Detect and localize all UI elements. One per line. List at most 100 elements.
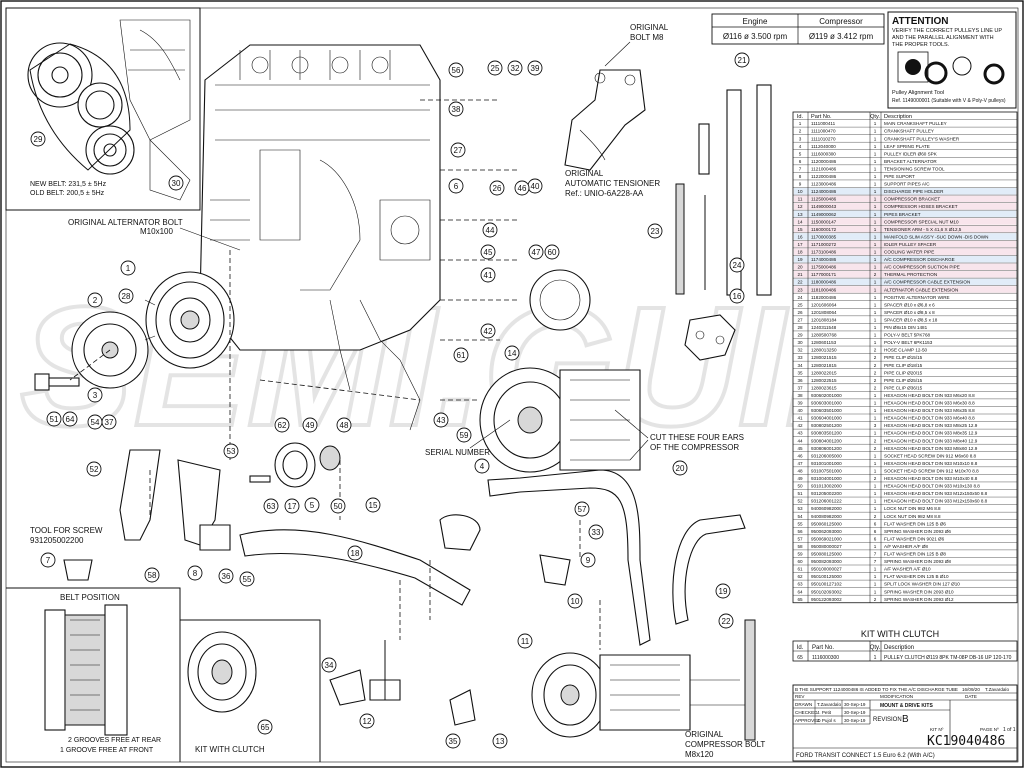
bom-row-highlight xyxy=(794,286,1016,293)
bom-cell: 930603501000 xyxy=(811,408,842,413)
bom-cell: 1 xyxy=(874,166,877,171)
callout-36: 36 xyxy=(218,568,234,584)
callout-56: 56 xyxy=(448,62,464,78)
bom-cell: 1 xyxy=(874,468,877,473)
belt-position-title: BELT POSITION xyxy=(60,593,120,602)
kit-number: KC19040486 xyxy=(927,734,1005,749)
bom-cell: 2 xyxy=(874,363,877,368)
callout-43: 43 xyxy=(433,412,449,428)
bom-cell: SOCKET HEAD SCREW DIN 912 M6x60 8.8 xyxy=(884,453,977,458)
bom-cell: 43 xyxy=(797,431,803,436)
bom-cell: 56 xyxy=(797,529,803,534)
svg-text:17: 17 xyxy=(288,502,297,511)
bom-cell: 931004001000 xyxy=(811,476,842,481)
bom-cell: 1 xyxy=(874,151,877,156)
callout-37: 37 xyxy=(101,414,117,430)
bom-cell: MAIN CRANKSHAFT PULLEY xyxy=(884,121,947,126)
bom-cell: 1280021515 xyxy=(811,355,837,360)
bom-cell: 1 xyxy=(874,317,877,322)
bom-cell: 940060982000 xyxy=(811,506,842,511)
svg-text:MODIFICATION: MODIFICATION xyxy=(880,694,913,699)
bom-cell: 1280601153 xyxy=(811,340,837,345)
bom-row-highlight xyxy=(794,271,1016,278)
bom-cell: 3 xyxy=(799,136,802,141)
bom-cell: 930602001000 xyxy=(811,393,842,398)
bom-cell: 1 xyxy=(874,582,877,587)
callout-20: 20 xyxy=(672,460,688,476)
bom-cell: 1 xyxy=(874,144,877,149)
bom-cell: LEAF SPRING PLATE xyxy=(884,144,930,149)
callout-13: 13 xyxy=(492,733,508,749)
callout-46: 46 xyxy=(514,180,530,196)
bom-cell: A/C COMPRESSOR SUCTION PIPE xyxy=(884,265,960,270)
compressor-bolt-label-1: ORIGINAL xyxy=(685,730,724,739)
callout-22: 22 xyxy=(718,613,734,629)
svg-text:58: 58 xyxy=(148,571,157,580)
callout-63: 63 xyxy=(263,498,279,514)
svg-text:DATE: DATE xyxy=(965,694,977,699)
svg-text:44: 44 xyxy=(486,226,495,235)
bom-cell: 2 xyxy=(874,355,877,360)
crankshaft-pulleys xyxy=(71,271,235,389)
svg-text:21: 21 xyxy=(738,56,747,65)
bom-cell: 1 xyxy=(874,310,877,315)
kit-clutch-inset-label: KIT WITH CLUTCH xyxy=(195,745,265,754)
bom-cell: 2 xyxy=(874,476,877,481)
bom-cell: SPRING WASHER DIN 2093 Ø10 xyxy=(884,589,954,594)
svg-text:46: 46 xyxy=(518,184,527,193)
callout-14: 14 xyxy=(504,345,520,361)
bom-cell: 2 xyxy=(874,514,877,519)
bom-cell: 1 xyxy=(874,234,877,239)
bom-cell: HEXAGON HEAD BOLT DIN 933 M8x40 12.9 xyxy=(884,438,978,443)
bom-cell: 63 xyxy=(797,582,803,587)
original-tensioner: ORIGINAL BOLT M8 ORIGINAL AUTOMATIC TENS… xyxy=(564,23,669,198)
bom-cell: 6 xyxy=(874,529,877,534)
pipe-supports xyxy=(329,554,571,726)
bom-cell: TENSIONER ARM - 5 X 41,6 X Ø12,5 xyxy=(884,227,962,232)
svg-text:Description: Description xyxy=(884,645,914,651)
svg-text:30-Sep-19: 30-Sep-19 xyxy=(844,710,866,715)
bom-cell: 4 xyxy=(799,144,802,149)
bom-cell: 24 xyxy=(797,295,803,300)
bom-cell: 1 xyxy=(874,461,877,466)
bom-cell: 1 xyxy=(874,589,877,594)
svg-text:30-Sep-19: 30-Sep-19 xyxy=(844,702,866,707)
bom-row-highlight xyxy=(794,263,1016,271)
tool-name: Pulley Alignment Tool xyxy=(892,90,944,96)
bom-cell: COMPRESSOR SPECIAL NUT M10 xyxy=(884,219,959,224)
svg-text:23: 23 xyxy=(651,227,660,236)
bom-cell: 1 xyxy=(874,567,877,572)
bom-cell: 1 xyxy=(874,340,877,345)
svg-text:34: 34 xyxy=(325,661,334,670)
bom-cell: SUPPORT PIPES A/C xyxy=(884,182,930,187)
bracket-pipes xyxy=(119,449,231,551)
bom-cell: 1280013250 xyxy=(811,348,837,353)
bom-cell: 60 xyxy=(797,559,803,564)
bom-cell: 44 xyxy=(797,438,803,443)
belt-routing-inset: NEW BELT: 231,5 ± 5Hz OLD BELT: 200,5 ± … xyxy=(5,7,201,211)
svg-text:12: 12 xyxy=(363,717,372,726)
bom-cell: 1111000470 xyxy=(811,129,836,134)
bom-cell: 1120000486 xyxy=(811,159,837,164)
bom-cell: SPACER Ø10 x Ø8,5 x 18 xyxy=(884,317,938,322)
bom-cell: 1121000486 xyxy=(811,166,837,171)
bom-cell: 59 xyxy=(797,552,803,557)
callout-6: 6 xyxy=(448,178,464,194)
bom-cell: 1 xyxy=(874,333,877,338)
tool-screw-ref: 931205002200 xyxy=(30,536,84,545)
svg-text:59: 59 xyxy=(460,431,469,440)
callout-balloons: 1 2 3 4 5 6 7 8 9 10 11 12 13 14 15 16 1… xyxy=(30,52,750,749)
callout-1: 1 xyxy=(120,260,136,276)
bom-cell: 1 xyxy=(874,136,877,141)
bom-cell: CRANKSHAFT PULLEY xyxy=(884,129,934,134)
bom-cell: HEXAGON HEAD BOLT DIN 933 M10x10 8.8 xyxy=(884,461,978,466)
bom-row-highlight xyxy=(794,203,1016,210)
callout-29: 29 xyxy=(30,131,46,147)
svg-text:64: 64 xyxy=(66,415,75,424)
bom-cell: 1 xyxy=(874,287,877,292)
tool-screw-label: TOOL FOR SCREW xyxy=(30,526,103,535)
svg-text:Part No.: Part No. xyxy=(812,645,834,651)
tensioner-label-2: AUTOMATIC TENSIONER xyxy=(565,179,660,188)
bom-cell: 1122000486 xyxy=(811,174,837,179)
svg-text:51: 51 xyxy=(50,415,59,424)
